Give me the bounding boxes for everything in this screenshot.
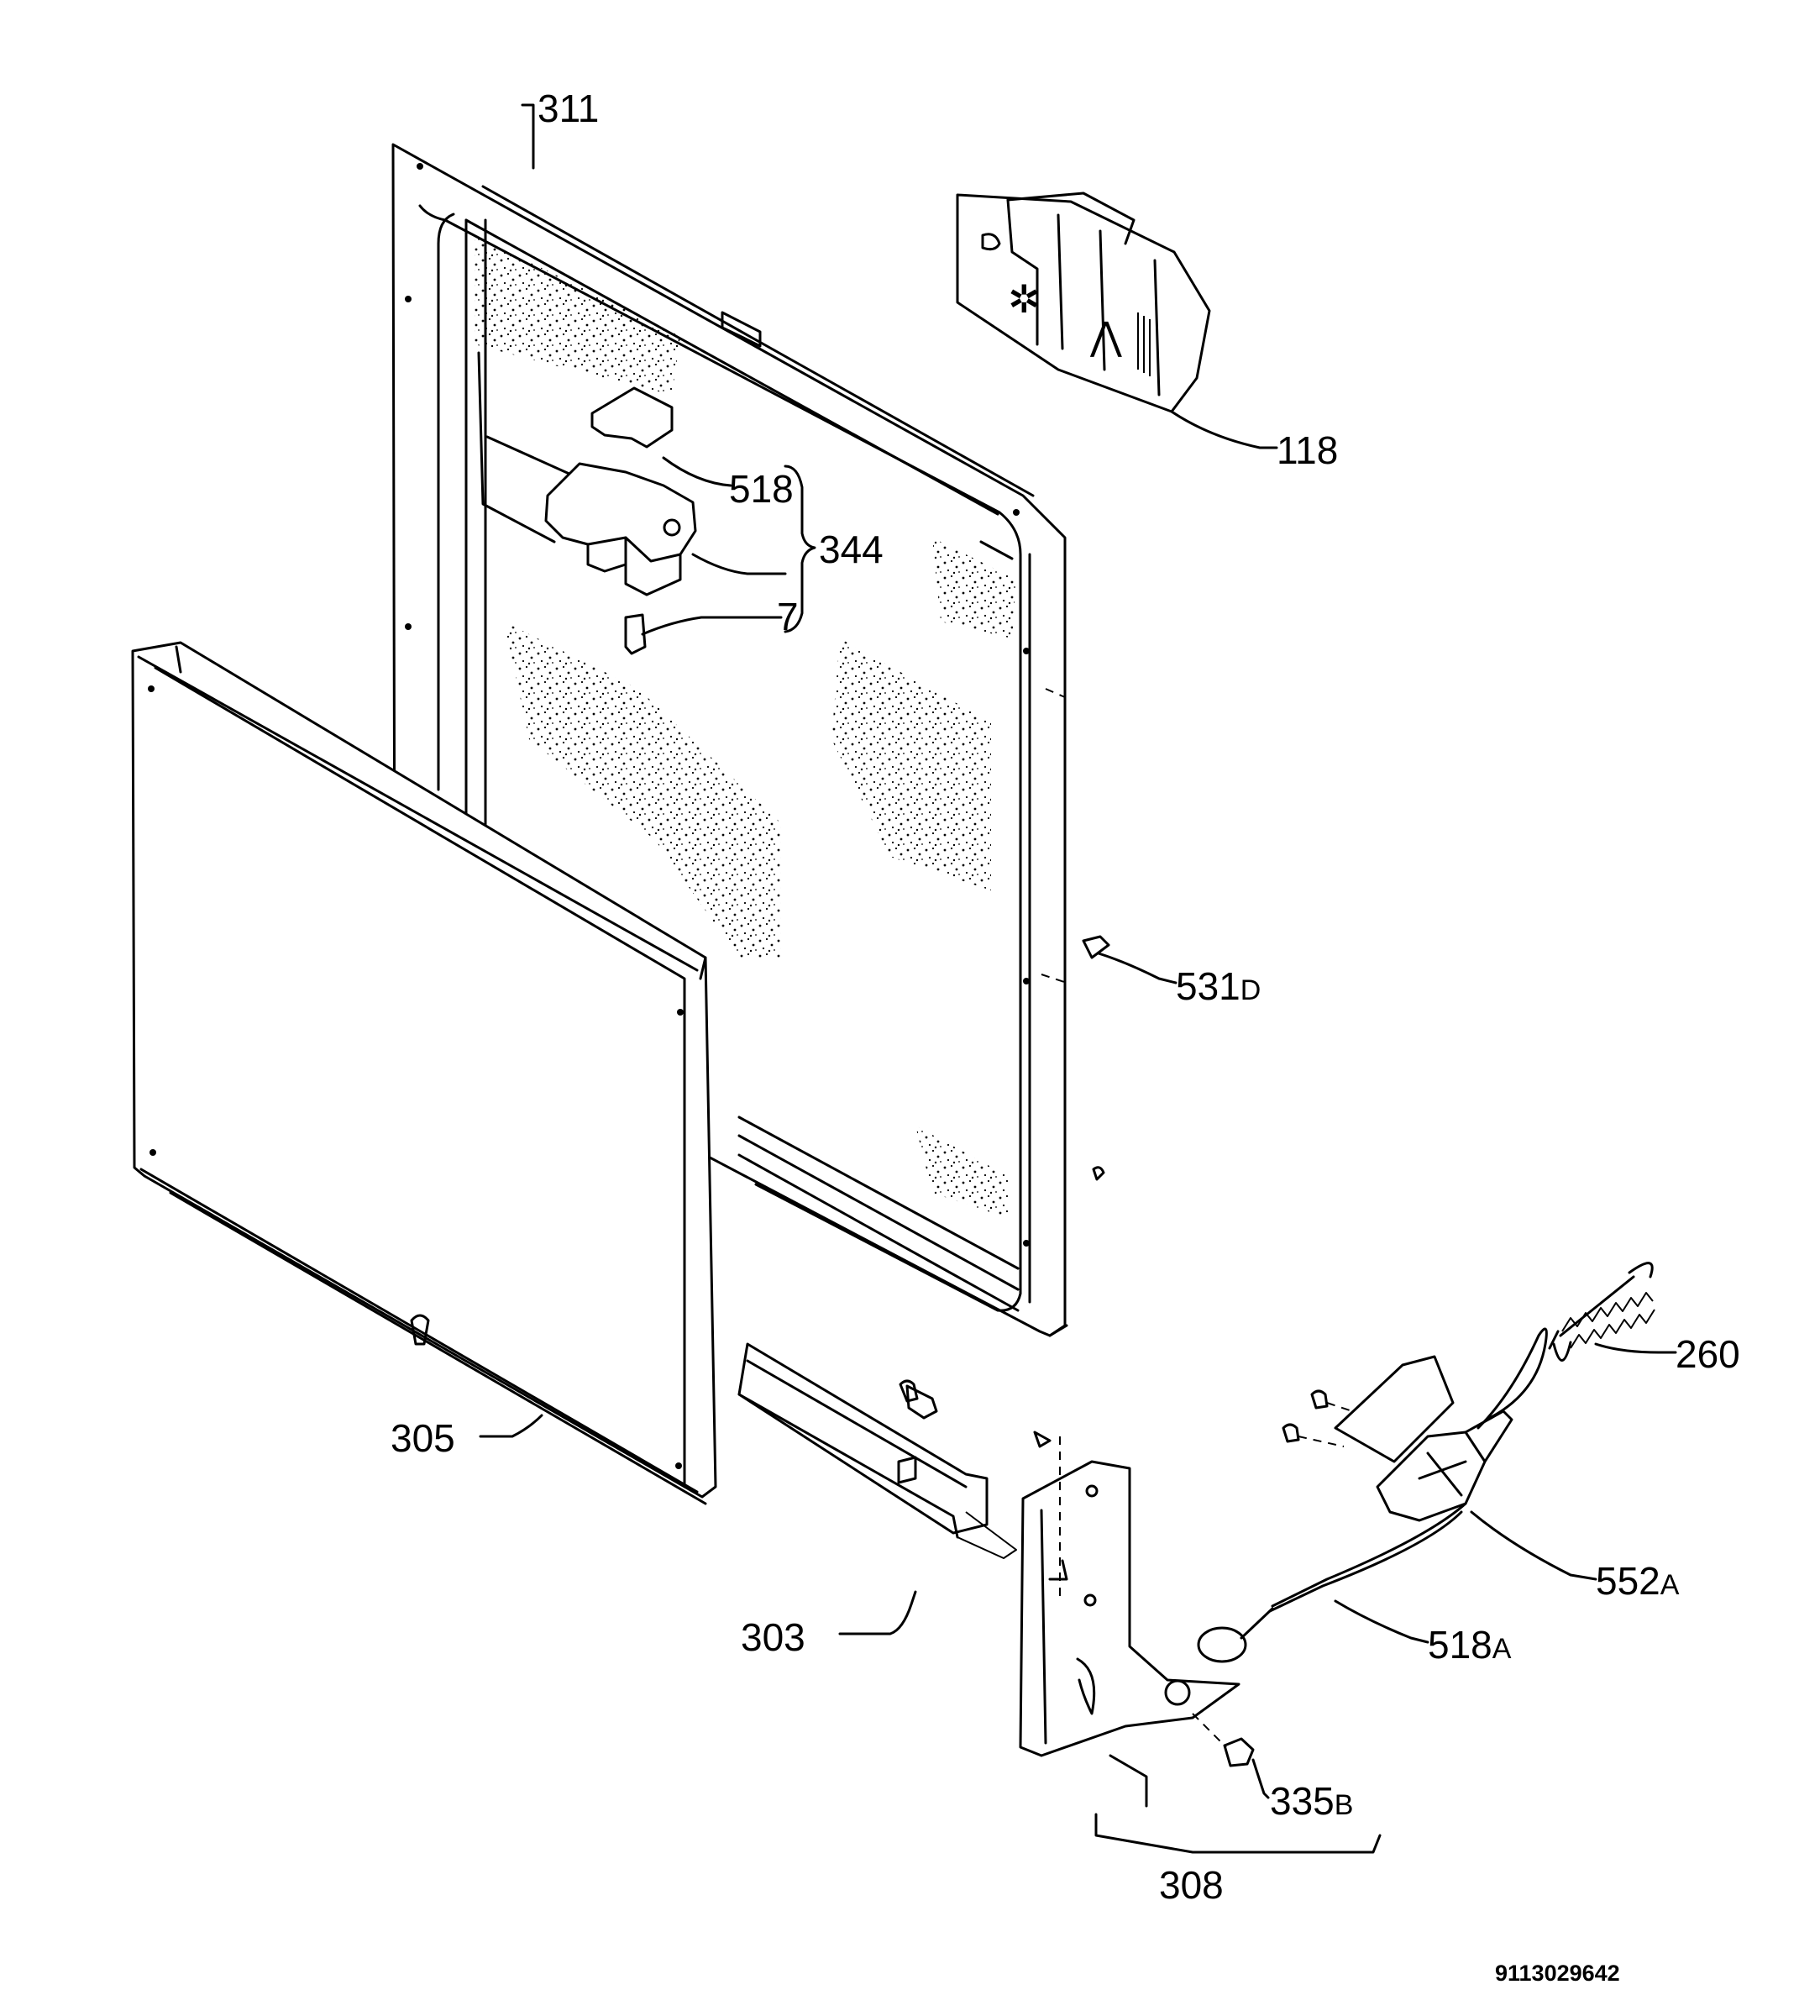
label-305: 305 bbox=[391, 1416, 455, 1460]
cable-pulley-assembly bbox=[1197, 1262, 1655, 1663]
bottom-profile bbox=[737, 1342, 1017, 1559]
label-7: 7 bbox=[777, 595, 799, 638]
label-308: 308 bbox=[1159, 1863, 1224, 1907]
label-344: 344 bbox=[819, 528, 884, 571]
label-303: 303 bbox=[741, 1615, 805, 1659]
snowflake-symbol-icon: ✲ bbox=[1008, 277, 1041, 321]
label-518: 518 bbox=[729, 467, 794, 511]
roller-screw bbox=[1192, 1713, 1255, 1767]
part-labels: 311 118 518 344 7 531D 260 305 552A 518A… bbox=[391, 87, 1740, 1986]
door-lock-assembly bbox=[544, 386, 697, 655]
label-531-suffix: D bbox=[1240, 974, 1261, 1006]
label-552a: 552A bbox=[1596, 1559, 1680, 1603]
spray-symbol-icon: ⋀ bbox=[1089, 314, 1122, 358]
screws bbox=[899, 935, 1378, 1447]
label-335-suffix: B bbox=[1335, 1789, 1354, 1821]
label-552-number: 552 bbox=[1596, 1559, 1660, 1603]
label-518a-suffix: A bbox=[1492, 1633, 1512, 1665]
label-552-suffix: A bbox=[1660, 1569, 1680, 1601]
label-518a: 518A bbox=[1428, 1623, 1512, 1667]
label-260: 260 bbox=[1676, 1332, 1740, 1376]
leader-lines bbox=[479, 103, 1677, 1854]
label-531: 531D bbox=[1176, 964, 1261, 1008]
detergent-dispenser: ✲ ⋀ bbox=[956, 192, 1211, 413]
outer-door-panel bbox=[131, 641, 717, 1505]
label-311: 311 bbox=[538, 87, 599, 130]
label-335b: 335B bbox=[1270, 1779, 1353, 1823]
hinge-bracket bbox=[1019, 1431, 1240, 1757]
label-335-number: 335 bbox=[1270, 1779, 1335, 1823]
label-531-number: 531 bbox=[1176, 964, 1240, 1008]
label-518a-number: 518 bbox=[1428, 1623, 1492, 1667]
label-118: 118 bbox=[1277, 428, 1338, 472]
document-number: 9113029642 bbox=[1495, 1961, 1620, 1986]
